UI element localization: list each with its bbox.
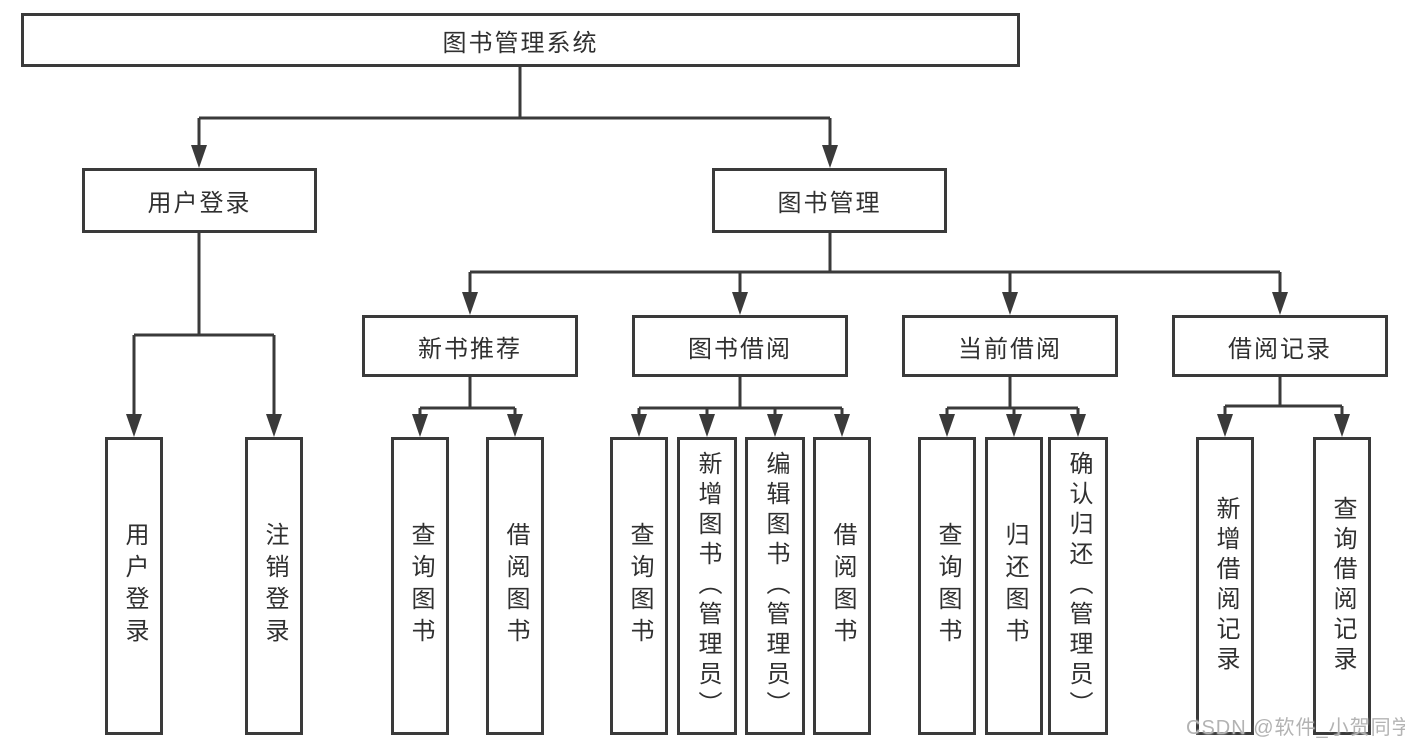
- node-label: 注销登录: [261, 522, 288, 650]
- leaf-borrow-add-admin: 新增图书（管理员）: [677, 437, 737, 735]
- node-user-login: 用户登录: [82, 168, 317, 233]
- connector-root-to-level2: [191, 67, 838, 168]
- leaf-records-add: 新增借阅记录: [1196, 437, 1254, 735]
- connector-borrow-children: [631, 377, 850, 437]
- connector-new-books-children: [412, 377, 523, 437]
- leaf-records-query: 查询借阅记录: [1313, 437, 1371, 735]
- node-label: 查询图书: [407, 522, 434, 650]
- leaf-current-return: 归还图书: [985, 437, 1043, 735]
- node-new-books: 新书推荐: [362, 315, 578, 377]
- leaf-logout: 注销登录: [245, 437, 303, 735]
- node-label: 确认归还（管理员）: [1065, 451, 1092, 721]
- node-label: 借阅图书: [829, 522, 856, 650]
- node-label: 用户登录: [121, 522, 148, 650]
- node-label: 新增借阅记录: [1212, 496, 1239, 676]
- node-borrow-records: 借阅记录: [1172, 315, 1388, 377]
- node-label: 查询图书: [934, 522, 961, 650]
- leaf-current-confirm-admin: 确认归还（管理员）: [1048, 437, 1108, 735]
- node-label: 图书管理: [777, 190, 882, 217]
- node-label: 新增图书（管理员）: [694, 451, 721, 721]
- node-current-borrow: 当前借阅: [902, 315, 1118, 377]
- leaf-newbooks-query: 查询图书: [391, 437, 449, 735]
- node-label: 查询图书: [626, 522, 653, 650]
- node-root: 图书管理系统: [21, 13, 1020, 67]
- node-label: 借阅记录: [1228, 335, 1332, 363]
- node-label: 新书推荐: [418, 335, 522, 363]
- leaf-user-login: 用户登录: [105, 437, 163, 735]
- leaf-borrow-borrow: 借阅图书: [813, 437, 871, 735]
- leaf-borrow-query: 查询图书: [610, 437, 668, 735]
- node-label: 图书管理系统: [442, 29, 599, 57]
- connector-book-mgmt-to-level3: [462, 233, 1288, 315]
- csdn-watermark: CSDN @软件_小贺同学: [1186, 717, 1405, 739]
- leaf-borrow-edit-admin: 编辑图书（管理员）: [745, 437, 805, 735]
- node-label: 编辑图书（管理员）: [762, 451, 789, 721]
- leaf-current-query: 查询图书: [918, 437, 976, 735]
- connector-user-login-children: [126, 233, 282, 437]
- leaf-newbooks-borrow: 借阅图书: [486, 437, 544, 735]
- node-label: 归还图书: [1001, 522, 1028, 650]
- node-book-borrow: 图书借阅: [632, 315, 848, 377]
- node-label: 当前借阅: [958, 335, 1062, 363]
- node-label: 用户登录: [147, 190, 252, 217]
- node-label: 借阅图书: [502, 522, 529, 650]
- connector-records-children: [1217, 377, 1350, 437]
- node-book-mgmt: 图书管理: [712, 168, 947, 233]
- node-label: 图书借阅: [688, 335, 792, 363]
- node-label: 查询借阅记录: [1329, 496, 1356, 676]
- connector-current-children: [939, 377, 1086, 437]
